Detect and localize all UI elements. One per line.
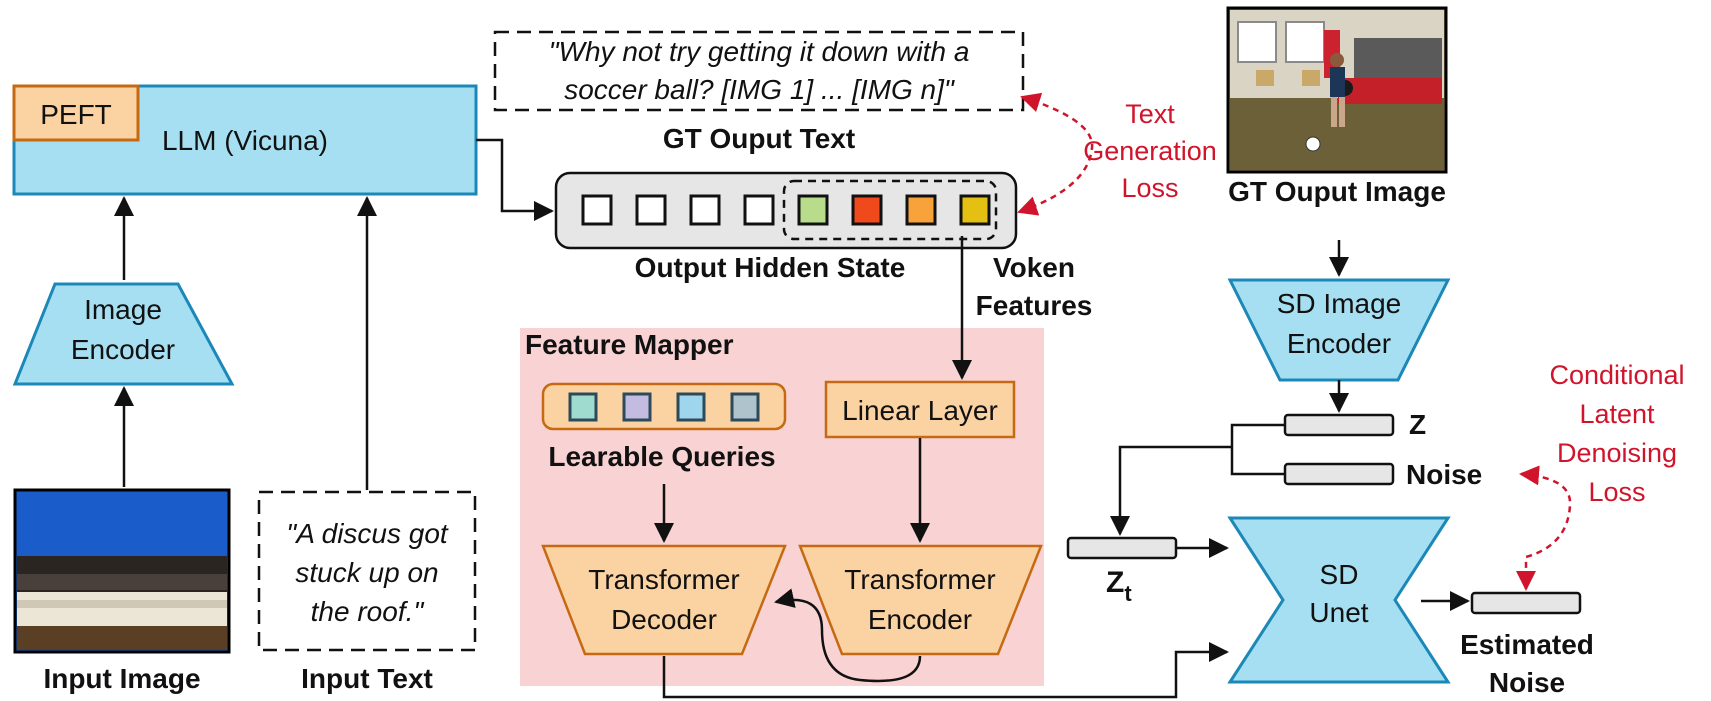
estimated-noise-caption-line2: Noise	[1489, 667, 1565, 698]
zt-label: Zt	[1106, 566, 1132, 606]
text-token	[743, 194, 775, 226]
svg-text:Conditional: Conditional	[1549, 360, 1684, 390]
noise-label: Noise	[1406, 459, 1482, 490]
estimated-noise-bar	[1470, 591, 1582, 615]
svg-text:Encoder: Encoder	[71, 334, 175, 365]
svg-text:"A discus got: "A discus got	[286, 518, 449, 549]
svg-text:Text: Text	[1125, 99, 1175, 129]
voken-token	[851, 194, 883, 226]
arrow-llm-to-hidden	[476, 138, 554, 221]
svg-text:Encoder: Encoder	[868, 604, 972, 635]
sd-image-encoder: SD Image Encoder	[1227, 278, 1451, 382]
transformer-decoder: Transformer Decoder	[541, 544, 787, 656]
svg-text:SD Image: SD Image	[1277, 288, 1402, 319]
gt-image-caption: GT Ouput Image	[1228, 176, 1446, 207]
voken-label-line1: Voken	[993, 252, 1075, 283]
peft-block: PEFT	[12, 84, 140, 142]
input-text-box: "A discus got stuck up on the roof."	[257, 490, 477, 652]
zt-latent-bar	[1066, 536, 1178, 560]
svg-text:Transformer: Transformer	[844, 564, 995, 595]
svg-text:Loss: Loss	[1121, 173, 1178, 203]
svg-text:Latent: Latent	[1579, 399, 1655, 429]
input-image-photo	[13, 488, 231, 654]
arrow-merge-to-zt	[1110, 445, 1232, 536]
svg-text:Generation: Generation	[1083, 136, 1217, 166]
gt-text-caption: GT Ouput Text	[663, 123, 855, 154]
svg-text:Image: Image	[84, 294, 162, 325]
text-token	[635, 194, 667, 226]
estimated-noise-caption-line1: Estimated	[1460, 629, 1594, 660]
text-token	[689, 194, 721, 226]
svg-text:soccer ball? [IMG 1] ... [IMG: soccer ball? [IMG 1] ... [IMG n]"	[564, 74, 955, 105]
sd-unet: SD Unet	[1227, 516, 1451, 684]
hidden-state-bar	[554, 171, 1018, 250]
svg-text:SD: SD	[1320, 559, 1359, 590]
voken-token	[959, 194, 991, 226]
connector-z-noise-merge	[1230, 423, 1285, 476]
query-token	[568, 392, 598, 422]
denoise-loss-arrow	[1516, 465, 1572, 591]
svg-text:stuck up on: stuck up on	[295, 557, 438, 588]
transformer-encoder: Transformer Encoder	[798, 544, 1043, 656]
image-encoder: Image Encoder	[12, 282, 235, 386]
arrow-decoder-to-unet	[662, 642, 1229, 699]
linear-layer: Linear Layer	[824, 380, 1016, 439]
feature-mapper-title: Feature Mapper	[525, 329, 734, 360]
learnable-queries-caption: Learable Queries	[548, 441, 775, 472]
svg-text:Transformer: Transformer	[588, 564, 739, 595]
gt-text-box: "Why not try getting it down with a socc…	[493, 30, 1025, 112]
learnable-queries-box	[541, 382, 787, 431]
text-token	[581, 194, 613, 226]
hidden-state-caption: Output Hidden State	[635, 252, 906, 283]
voken-label-line2: Features	[976, 290, 1093, 321]
svg-text:Denoising: Denoising	[1557, 438, 1677, 468]
svg-text:PEFT: PEFT	[40, 99, 112, 130]
query-token	[676, 392, 706, 422]
z-latent-bar	[1283, 413, 1395, 437]
z-label: Z	[1409, 409, 1426, 440]
svg-text:Loss: Loss	[1588, 477, 1645, 507]
input-text-caption: Input Text	[301, 663, 433, 694]
arrow-encoder-to-decoder	[774, 588, 922, 683]
svg-text:Unet: Unet	[1309, 597, 1368, 628]
input-image-caption: Input Image	[43, 663, 200, 694]
svg-text:the roof.": the roof."	[311, 596, 425, 627]
connector-arrows	[114, 138, 1470, 699]
svg-text:LLM (Vicuna): LLM (Vicuna)	[162, 125, 328, 156]
voken-token	[797, 194, 829, 226]
svg-text:Decoder: Decoder	[611, 604, 717, 635]
query-token	[622, 392, 652, 422]
svg-text:Encoder: Encoder	[1287, 328, 1391, 359]
text-generation-loss: Text Generation Loss	[1083, 99, 1217, 203]
denoising-loss: Conditional Latent Denoising Loss	[1549, 360, 1684, 507]
noise-latent-bar	[1283, 462, 1395, 486]
gt-image-photo	[1226, 6, 1448, 174]
svg-text:Linear Layer: Linear Layer	[842, 395, 998, 426]
svg-text:"Why not try getting it down w: "Why not try getting it down with a	[549, 36, 970, 67]
query-token	[730, 392, 760, 422]
text-loss-arrow	[1017, 92, 1094, 216]
voken-token	[905, 194, 937, 226]
